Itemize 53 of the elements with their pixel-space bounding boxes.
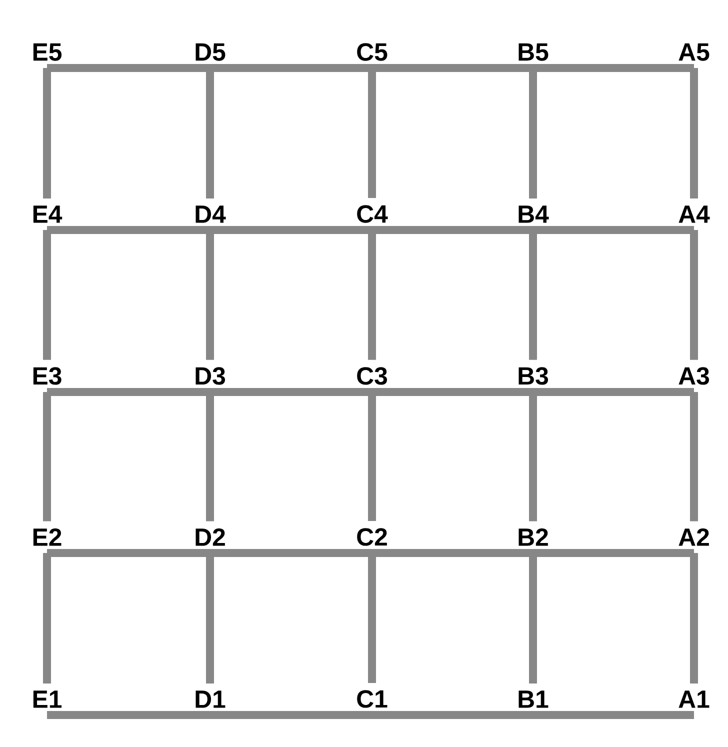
grid-label: B5 xyxy=(518,43,548,61)
grid-line xyxy=(533,388,694,396)
grid-label: C2 xyxy=(357,528,387,546)
grid-line xyxy=(210,549,372,557)
grid-line xyxy=(47,388,210,396)
grid-line xyxy=(533,711,694,719)
grid-label: B2 xyxy=(518,528,548,546)
grid-label: D1 xyxy=(196,690,226,708)
grid-line xyxy=(47,549,210,557)
grid-line xyxy=(533,64,694,72)
grid-line xyxy=(690,392,698,522)
grid-line xyxy=(43,392,51,522)
grid-label: A2 xyxy=(678,528,709,546)
grid-line xyxy=(372,388,533,396)
grid-line xyxy=(47,64,210,72)
grid-label: A5 xyxy=(678,43,710,61)
grid-line xyxy=(210,64,372,72)
grid-label: B3 xyxy=(518,367,548,385)
grid-label: C4 xyxy=(357,205,388,223)
grid-label: E3 xyxy=(33,367,62,385)
grid-label: D3 xyxy=(196,367,226,385)
grid-label: A3 xyxy=(678,367,709,385)
grid-label: E2 xyxy=(33,528,62,546)
grid-label: C1 xyxy=(357,690,388,708)
grid-label: D2 xyxy=(196,528,225,546)
grid-line xyxy=(47,711,210,719)
grid-label: E4 xyxy=(33,206,62,223)
grid-line xyxy=(47,226,210,234)
grid-label: B4 xyxy=(518,206,549,223)
grid-line xyxy=(533,549,694,557)
grid-line xyxy=(43,553,51,684)
grid-line xyxy=(690,230,698,360)
grid-label: C3 xyxy=(357,367,388,385)
grid-line xyxy=(690,553,698,684)
grid-label: E1 xyxy=(33,690,62,708)
grid-label: A1 xyxy=(678,690,710,708)
grid-label: A4 xyxy=(678,206,710,223)
grid-line xyxy=(372,549,533,557)
grid-line xyxy=(372,64,533,72)
grid-line xyxy=(43,230,51,360)
grid-line xyxy=(43,68,51,198)
grid-line xyxy=(372,711,533,719)
grid-line xyxy=(210,711,372,719)
grid-line xyxy=(210,226,372,234)
grid-label: D4 xyxy=(196,206,226,223)
grid-line xyxy=(690,68,698,198)
grid-line xyxy=(210,388,372,396)
grid-line xyxy=(372,226,533,234)
grid-label: B1 xyxy=(518,690,548,708)
grid-label: C5 xyxy=(357,43,388,61)
grid-label: D5 xyxy=(196,43,226,61)
grid-line xyxy=(533,226,694,234)
grid-label: E5 xyxy=(33,43,62,61)
